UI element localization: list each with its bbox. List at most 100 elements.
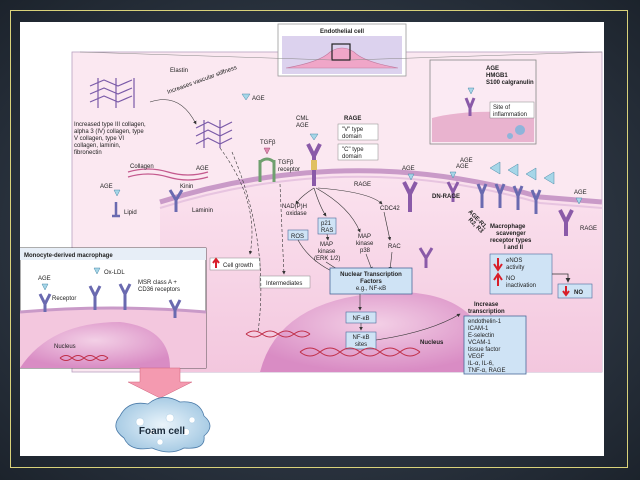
- tgfb-receptor-icon: [258, 157, 276, 182]
- lipid-icon: [112, 202, 120, 218]
- internalized-rage-icon: [418, 247, 434, 268]
- svg-text:activity: activity: [506, 265, 524, 271]
- enos-box: [489, 253, 553, 295]
- svg-text:Laminin: Laminin: [192, 208, 213, 214]
- svg-text:Lipid: Lipid: [124, 210, 137, 216]
- age-rage-pathway-diagram: Nucleus Endothelial cell AGE HMGB1 S100 …: [19, 23, 603, 453]
- endothelial-cell-title: Endothelial cell: [320, 29, 364, 35]
- svg-text:V collagen, type VI: V collagen, type VI: [74, 136, 124, 142]
- svg-text:Macrophage: Macrophage: [490, 224, 526, 230]
- svg-text:AGE: AGE: [402, 166, 415, 172]
- svg-text:AGE: AGE: [460, 158, 473, 164]
- svg-text:"V" type: "V" type: [342, 127, 364, 133]
- svg-text:collagen, laminin,: collagen, laminin,: [74, 143, 121, 149]
- svg-text:Increased type III collagen,: Increased type III collagen,: [74, 122, 146, 128]
- laminin-receptor-icon: [168, 189, 184, 212]
- scavenger-receptors: [476, 161, 555, 214]
- svg-text:NF-κB: NF-κB: [353, 316, 370, 322]
- diagram-panel: Nucleus Endothelial cell AGE HMGB1 S100 …: [19, 22, 604, 456]
- svg-text:AGE: AGE: [38, 276, 51, 282]
- svg-text:NO: NO: [506, 276, 515, 282]
- svg-text:"C" type: "C" type: [342, 147, 364, 153]
- endothelial-cell-shape: [285, 47, 399, 69]
- svg-text:CDC42: CDC42: [380, 206, 400, 212]
- foam-cell-icon: [115, 397, 211, 453]
- collagen-fibers: [127, 168, 209, 181]
- svg-text:tissue factor: tissue factor: [468, 347, 500, 353]
- rage-right-icon: [558, 209, 574, 236]
- zoom-box: [331, 43, 351, 61]
- nucleus-label: Nucleus: [420, 340, 444, 346]
- svg-text:receptor: receptor: [278, 167, 300, 173]
- svg-text:Kinin: Kinin: [180, 184, 193, 190]
- svg-text:Elastin: Elastin: [170, 68, 188, 74]
- cell-growth-arrow-icon: [212, 257, 220, 268]
- svg-text:MAP: MAP: [320, 242, 333, 248]
- gene-list-box: [463, 315, 527, 375]
- svg-text:p38: p38: [360, 248, 371, 254]
- svg-text:CD36 receptors: CD36 receptors: [138, 287, 180, 293]
- intermediates-box: [259, 275, 311, 289]
- svg-text:Receptor: Receptor: [52, 296, 76, 302]
- svg-text:NF-κB: NF-κB: [353, 335, 370, 341]
- svg-text:Ox-LDL: Ox-LDL: [104, 270, 125, 276]
- svg-text:kinase: kinase: [356, 241, 374, 247]
- dn-rage-icon: [446, 181, 460, 202]
- svg-text:DN-RAGE: DN-RAGE: [432, 194, 460, 200]
- svg-text:S100 calgranulin: S100 calgranulin: [486, 80, 534, 86]
- svg-text:Collagen: Collagen: [130, 164, 154, 170]
- svg-text:Factors: Factors: [360, 279, 382, 285]
- elastin-fibers: [89, 78, 233, 148]
- svg-text:inflammation: inflammation: [493, 112, 527, 118]
- svg-text:AGE: AGE: [252, 96, 265, 102]
- svg-text:ICAM-1: ICAM-1: [468, 326, 489, 332]
- svg-text:TGFβ: TGFβ: [260, 140, 276, 146]
- age-ligand-icon: [241, 93, 251, 101]
- svg-text:VEGF: VEGF: [468, 354, 485, 360]
- svg-text:ROS: ROS: [291, 234, 304, 240]
- svg-text:domain: domain: [342, 154, 362, 160]
- svg-text:TNF-α, RAGE: TNF-α, RAGE: [468, 368, 505, 374]
- svg-text:MAP: MAP: [358, 234, 371, 240]
- svg-text:Cell growth: Cell growth: [223, 263, 253, 269]
- foam-cell-label: Foam cell: [139, 426, 185, 437]
- svg-text:RAGE: RAGE: [354, 182, 371, 188]
- svg-text:fibronectin: fibronectin: [74, 150, 102, 156]
- svg-text:HMGB1: HMGB1: [486, 73, 508, 79]
- svg-text:NO: NO: [574, 290, 583, 296]
- svg-text:sites: sites: [355, 342, 367, 348]
- macrophage-title: Monocyte-derived macrophage: [24, 253, 113, 259]
- svg-text:MSR class A +: MSR class A +: [138, 280, 177, 286]
- svg-text:TGFβ: TGFβ: [278, 160, 294, 166]
- svg-text:AGE: AGE: [486, 66, 499, 72]
- svg-text:endothelin-1: endothelin-1: [468, 319, 502, 325]
- no-down-arrow-icon: [562, 286, 570, 297]
- svg-text:alpha 3 (IV) collagen, type: alpha 3 (IV) collagen, type: [74, 129, 144, 135]
- svg-text:e.g., NF-κB: e.g., NF-κB: [356, 286, 386, 292]
- svg-text:NAD(P)H: NAD(P)H: [282, 204, 307, 210]
- up-arrow-icon: [493, 272, 503, 286]
- svg-text:IL-α, IL-6,: IL-α, IL-6,: [468, 361, 494, 367]
- ligand-icon: [467, 87, 475, 95]
- rage-receptor-2-icon: [402, 181, 418, 212]
- rage-title: RAGE: [344, 116, 361, 122]
- svg-text:Intermediates: Intermediates: [266, 281, 302, 287]
- svg-text:inactivation: inactivation: [506, 283, 536, 289]
- svg-text:transcription: transcription: [468, 309, 505, 315]
- msr-receptor-icon: [88, 285, 102, 310]
- transcription-factors-box: [329, 267, 413, 295]
- svg-text:Increase: Increase: [474, 302, 499, 308]
- svg-text:AGE: AGE: [196, 166, 209, 172]
- svg-text:Nuclear Transcription: Nuclear Transcription: [340, 272, 402, 278]
- macrophage-nucleus: [20, 322, 170, 368]
- svg-text:p21: p21: [321, 221, 332, 227]
- svg-text:Nucleus: Nucleus: [54, 344, 76, 350]
- svg-text:kinase: kinase: [318, 249, 336, 255]
- svg-text:(ERK 1/2): (ERK 1/2): [314, 256, 340, 262]
- svg-text:receptor types: receptor types: [490, 238, 532, 244]
- svg-text:I and II: I and II: [504, 245, 523, 251]
- down-arrow-icon: [493, 258, 503, 272]
- svg-text:Site of: Site of: [493, 105, 510, 111]
- svg-text:RAGE: RAGE: [580, 226, 597, 232]
